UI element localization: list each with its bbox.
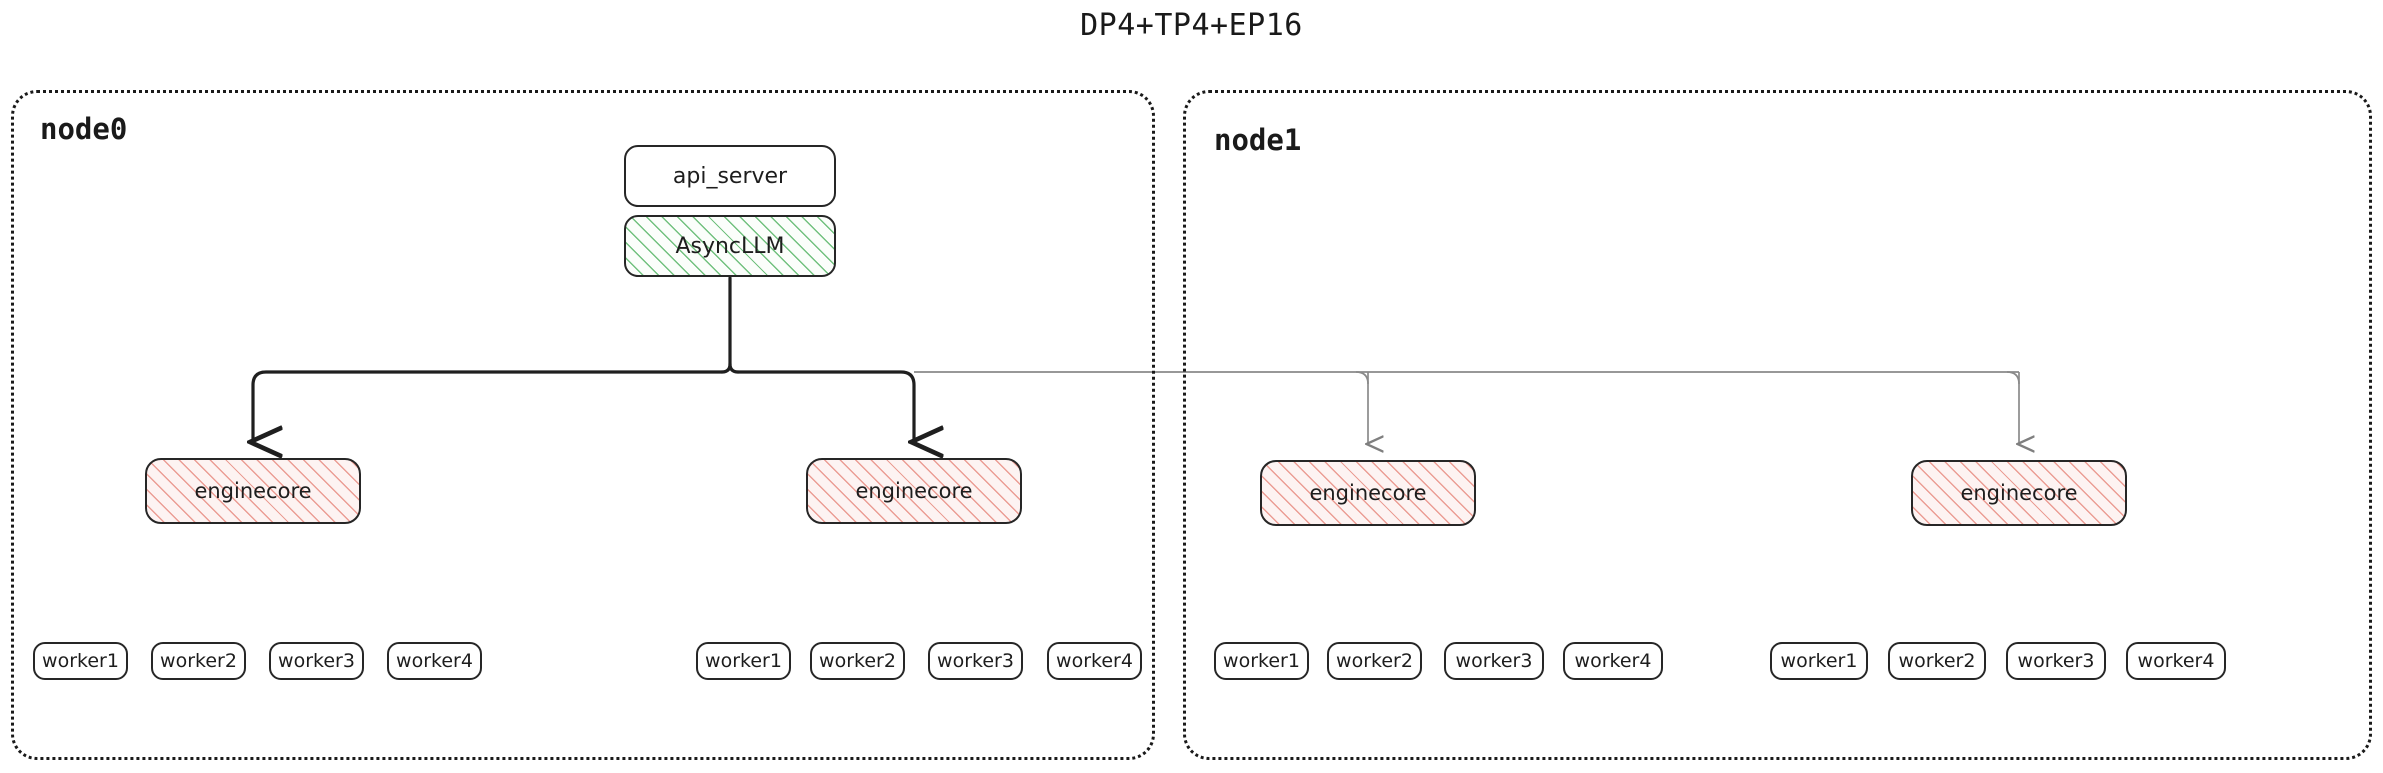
worker-box[interactable]: worker3 [2006,642,2106,680]
worker-box[interactable]: worker3 [269,642,364,680]
node-label-node0: node0 [40,112,128,146]
worker-box[interactable]: worker2 [810,642,905,680]
worker-box[interactable]: worker4 [2126,642,2226,680]
enginecore-box-1[interactable]: enginecore [806,458,1022,524]
enginecore-label: enginecore [194,479,312,503]
worker-box[interactable]: worker1 [1214,642,1309,680]
api-server-label: api_server [672,163,788,189]
api-server-box[interactable]: api_server [624,145,836,207]
worker-label: worker4 [2137,650,2215,672]
worker-label: worker1 [1223,650,1300,672]
worker-label: worker3 [1455,650,1533,672]
async-llm-box[interactable]: AsyncLLM [624,215,836,277]
worker-label: worker4 [1574,650,1652,672]
worker-label: worker4 [396,650,473,672]
worker-box[interactable]: worker3 [928,642,1023,680]
worker-box[interactable]: worker2 [151,642,246,680]
async-llm-label: AsyncLLM [675,233,785,259]
worker-label: worker2 [1336,650,1413,672]
enginecore-label: enginecore [855,479,973,503]
worker-box[interactable]: worker2 [1327,642,1422,680]
enginecore-box-3[interactable]: enginecore [1911,460,2127,526]
worker-box[interactable]: worker4 [387,642,482,680]
worker-box[interactable]: worker1 [1770,642,1868,680]
enginecore-box-0[interactable]: enginecore [145,458,361,524]
worker-label: worker1 [705,650,782,672]
node-label-node1: node1 [1214,123,1302,157]
worker-label: worker4 [1056,650,1133,672]
enginecore-label: enginecore [1960,481,2078,505]
worker-label: worker1 [42,650,119,672]
worker-label: worker2 [160,650,237,672]
worker-label: worker2 [819,650,896,672]
worker-label: worker3 [2017,650,2095,672]
worker-box[interactable]: worker4 [1563,642,1663,680]
worker-label: worker1 [1780,650,1858,672]
worker-box[interactable]: worker1 [696,642,791,680]
node-container-node0 [11,90,1155,760]
page-title: DP4+TP4+EP16 [1080,8,1303,43]
worker-box[interactable]: worker4 [1047,642,1142,680]
worker-label: worker3 [937,650,1014,672]
node-container-node1 [1183,90,2372,760]
worker-label: worker3 [278,650,355,672]
enginecore-box-2[interactable]: enginecore [1260,460,1476,526]
worker-label: worker2 [1898,650,1976,672]
worker-box[interactable]: worker3 [1444,642,1544,680]
worker-box[interactable]: worker1 [33,642,128,680]
enginecore-label: enginecore [1309,481,1427,505]
worker-box[interactable]: worker2 [1888,642,1986,680]
